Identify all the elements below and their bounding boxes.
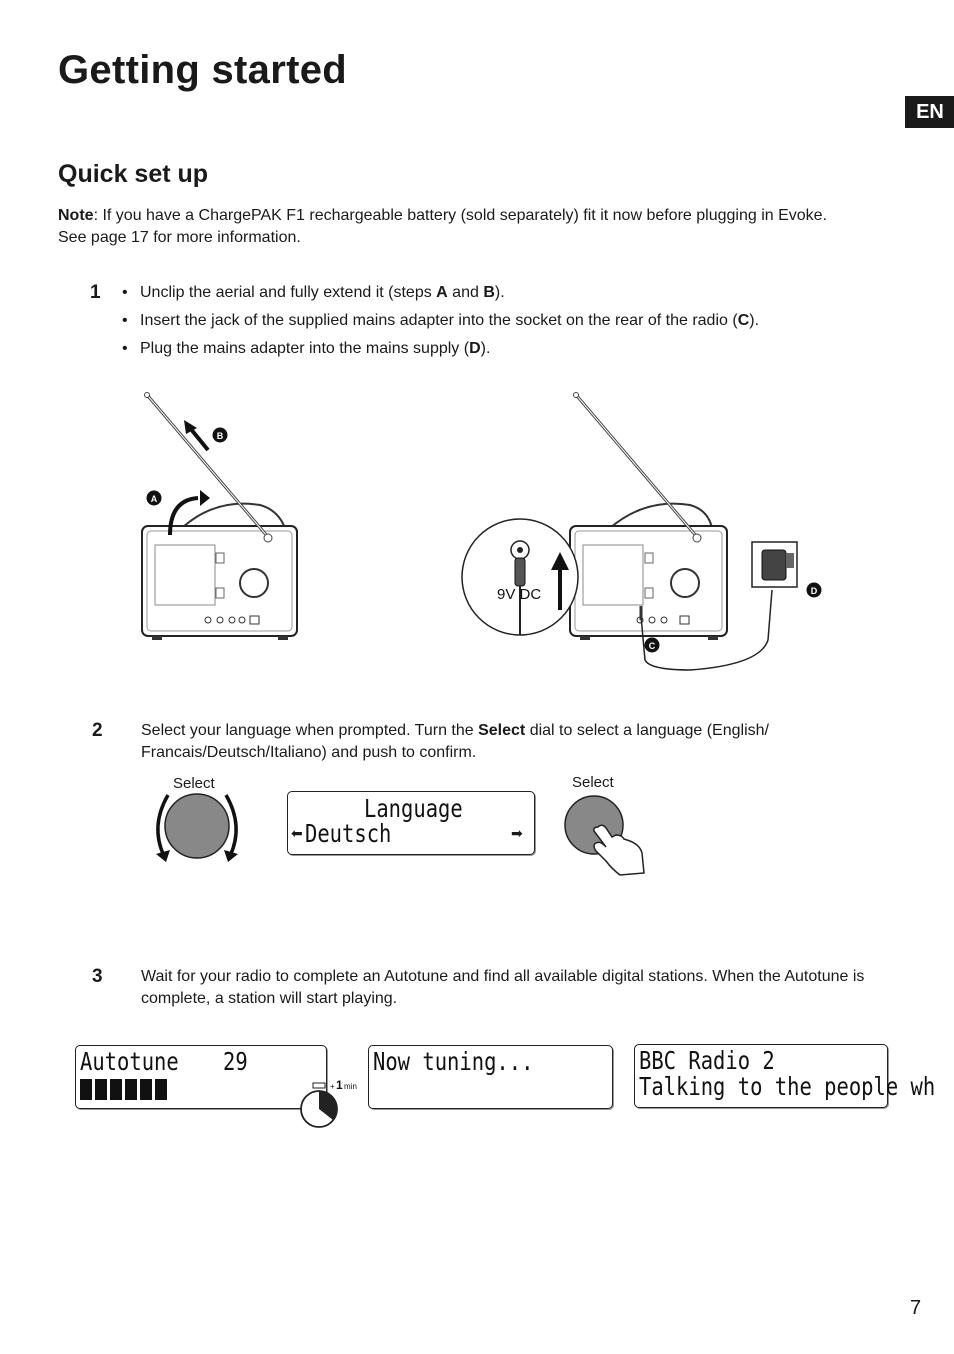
select-dial-turn [156, 793, 238, 862]
note-label: Note [58, 207, 94, 224]
bullet-text: ). [749, 312, 760, 329]
bullet-text: Plug the mains adapter into the mains su… [140, 340, 470, 357]
callout-c-label: C [649, 641, 656, 651]
wall-socket-adapter [751, 541, 798, 588]
progress-block [125, 1079, 137, 1100]
bullet-text: ). [480, 340, 491, 357]
progress-block [155, 1079, 167, 1100]
bullet-bold: C [737, 312, 750, 329]
progress-block [80, 1079, 92, 1100]
step-2-text-part: dial to select a language (English/ Fran… [141, 722, 769, 761]
bullet-text: and [447, 284, 484, 301]
socket-zoom-circle: 9V DC [461, 518, 579, 636]
callout-b-label: B [217, 431, 224, 441]
arrow-a [168, 496, 199, 536]
step-3-number: 3 [92, 966, 103, 987]
callout-a-label: A [151, 494, 158, 504]
progress-block [110, 1079, 122, 1100]
radio-rear-right [569, 502, 728, 640]
select-dial-push [564, 795, 645, 876]
lcd-station: BBC Radio 2 Talking to the people wh [634, 1044, 935, 1108]
lcd-language-line1: Language [364, 794, 463, 823]
bullet-bold: D [469, 340, 481, 357]
bullet-bold: A [436, 284, 448, 301]
progress-block [140, 1079, 152, 1100]
lcd-station-line1: BBC Radio 2 [639, 1046, 775, 1075]
lcd-language: Language ⬅ Deutsch ➡ [287, 791, 535, 855]
arrow-right-icon: ➡ [511, 825, 523, 841]
lcd-tuning-line1: Now tuning... [373, 1047, 534, 1076]
step-2-text: Select your language when prompted. Turn… [141, 720, 871, 764]
timer-value: 1 [336, 1078, 343, 1092]
section-heading: Quick set up [58, 160, 209, 188]
mains-cable [640, 589, 773, 671]
callout-b [212, 427, 228, 443]
step-3-text: Wait for your radio to complete an Autot… [141, 968, 865, 1007]
timer-plus: + [330, 1082, 335, 1091]
page-title: Getting started [58, 48, 347, 92]
autotune-progress [80, 1079, 167, 1101]
setup-illustration: B A 9V DC C [141, 392, 822, 671]
bullet-item: Insert the jack of the supplied mains ad… [122, 310, 882, 332]
bullet-bold: B [483, 284, 495, 301]
lcd-language-line2: Deutsch [305, 819, 392, 848]
callout-c [644, 637, 660, 653]
callout-a [146, 490, 162, 506]
arrow-left-icon: ⬅ [291, 825, 303, 841]
lcd-now-tuning: Now tuning... [368, 1045, 613, 1109]
bullet-text: Insert the jack of the supplied mains ad… [140, 312, 738, 329]
hand-pointer-icon [593, 824, 645, 876]
bullet-item: Unclip the aerial and fully extend it (s… [122, 282, 882, 304]
step-1-bullets: Unclip the aerial and fully extend it (s… [122, 282, 882, 366]
arrow-b [188, 426, 210, 452]
step-1-number: 1 [90, 282, 101, 303]
step-2-number: 2 [92, 720, 103, 741]
callout-d [806, 582, 822, 598]
step-2-bold: Select [478, 722, 526, 739]
radio-rear-left [141, 502, 298, 640]
bullet-item: Plug the mains adapter into the mains su… [122, 338, 882, 360]
dial-label-push: Select [572, 774, 614, 791]
timer-unit: min [344, 1082, 357, 1091]
note-text: : If you have a ChargePAK F1 rechargeabl… [58, 207, 828, 246]
bullet-text: Unclip the aerial and fully extend it (s… [140, 284, 437, 301]
language-tab: EN [905, 96, 954, 128]
note-paragraph: Note: If you have a ChargePAK F1 recharg… [58, 205, 858, 249]
bullet-text: ). [494, 284, 505, 301]
dial-label-turn: Select [173, 775, 215, 792]
lcd-autotune-count: 29 [223, 1047, 248, 1076]
timer-icon: + 1 min [300, 1078, 357, 1128]
page-number: 7 [910, 1297, 922, 1319]
socket-label: 9V DC [497, 586, 541, 603]
lcd-autotune: Autotune 29 [75, 1045, 327, 1109]
lcd-station-line2: Talking to the people wh [639, 1072, 936, 1101]
step-2-text-part: Select your language when prompted. Turn… [141, 722, 479, 739]
lcd-autotune-label: Autotune [80, 1047, 179, 1076]
progress-block [95, 1079, 107, 1100]
callout-d-label: D [811, 586, 818, 596]
